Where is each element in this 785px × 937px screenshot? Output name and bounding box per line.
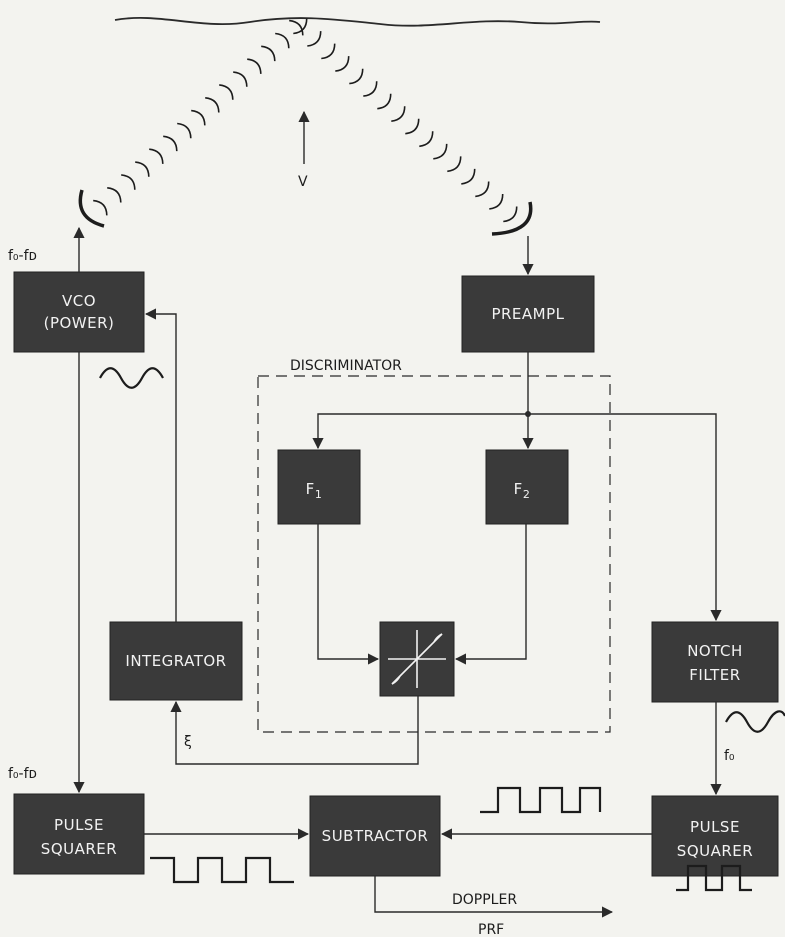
transmit-transducer-icon [78,189,105,228]
comparator-symbol-icon [388,630,446,688]
notch-label-line2: FILTER [689,666,740,684]
sound-wave-arc [177,122,192,139]
pulse-right-line2: SQUARER [677,842,753,860]
integrator-label: INTEGRATOR [125,652,226,670]
sound-wave-arc [261,45,276,62]
vco-block: VCO (POWER) [13,271,145,353]
xi-label: ξ [184,734,192,750]
pulse-right-line1: PULSE [690,818,740,836]
vco-label-line2: (POWER) [44,314,115,332]
freq-label-mid-left: f₀-fᴅ [8,766,37,782]
sound-wave-arc [349,68,364,85]
sound-wave-arc [391,106,406,122]
sound-wave-arc [405,118,420,135]
water-surface-line [114,17,601,27]
square-wave-icon-middle [480,786,602,814]
sound-wave-arc [219,84,234,100]
sine-wave-icon-notch [725,710,785,733]
discriminator-label: DISCRIMINATOR [290,358,402,374]
sound-wave-arc [475,181,490,198]
sound-wave-arc [233,71,248,87]
notch-label-line1: NOTCH [687,642,743,660]
freq-label-right: f₀ [724,748,735,764]
sound-wave-arc [93,199,108,216]
pulse-squarer-left-block: PULSE SQUARER [13,793,145,875]
comparator-block [379,621,455,697]
sound-wave-arc [149,148,164,164]
sound-wave-arc [489,193,504,210]
signal-lines [73,226,722,918]
sound-wave-arc [289,19,304,36]
subtractor-block: SUBTRACTOR [309,795,441,877]
sound-wave-arc [503,206,518,223]
doppler-label-line1: DOPPLER [452,892,517,908]
preampl-block: PREAMPL [461,275,595,353]
sound-wave-arc [447,156,462,173]
filter-f1-block: F1 [277,449,361,525]
sound-wave-arc [275,32,290,49]
filter-f2-label: F2 [514,480,531,501]
square-wave-icon-left [150,856,294,884]
sound-wave-arc [205,97,220,113]
square-wave-icon-right [676,864,752,892]
filter-f1-label: F1 [306,480,323,501]
discriminator-region [257,375,611,733]
sound-wave-arc [377,93,392,110]
velocity-label: V [298,174,308,190]
receive-wave-arcs [293,18,518,223]
notch-filter-block: NOTCH FILTER [651,621,779,703]
sound-wave-arc [321,43,336,60]
sound-wave-arc [363,81,378,97]
sound-wave-arc [121,174,136,190]
sound-wave-arc [247,58,262,74]
receive-transducer-icon [491,201,533,236]
doppler-label-line2: PRF [478,922,504,937]
sound-wave-arc [191,109,206,126]
pulse-squarer-right-block: PULSE SQUARER [651,795,779,877]
sine-wave-icon-vco [99,367,164,389]
sound-wave-arc [461,168,476,185]
pulse-left-line2: SQUARER [41,840,117,858]
sound-wave-arc [163,135,178,152]
filter-f2-block: F2 [485,449,569,525]
sound-wave-arc [135,161,150,177]
sound-wave-arc [307,31,322,47]
sound-wave-arc [293,18,308,35]
sound-wave-arc [335,56,350,72]
sound-wave-arc [433,143,448,160]
pulse-left-line1: PULSE [54,816,104,834]
transmit-wave-arcs [93,19,304,216]
vco-label-line1: VCO [62,292,96,310]
subtractor-label: SUBTRACTOR [322,827,429,845]
freq-label-top-left: f₀-fᴅ [8,248,37,264]
integrator-block: INTEGRATOR [109,621,243,701]
sound-wave-arc [107,187,122,203]
preampl-label: PREAMPL [491,305,564,323]
sound-wave-arc [419,131,434,148]
